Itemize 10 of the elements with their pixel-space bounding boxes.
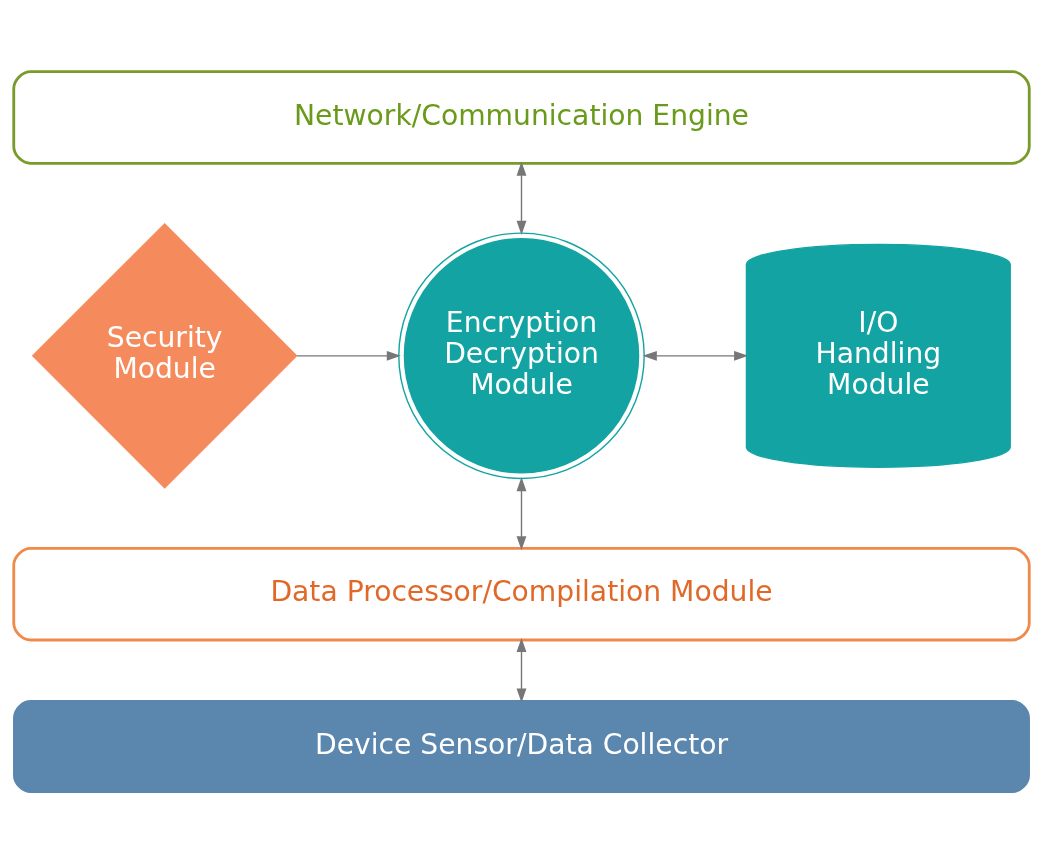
arrow bbox=[642, 350, 749, 361]
arrow bbox=[296, 350, 401, 361]
node-diamond: Security Module bbox=[31, 222, 298, 489]
arrow bbox=[516, 161, 527, 235]
node-circle: Encryption Decryption Module bbox=[398, 231, 645, 479]
node-box: Data Processor/Compilation Module bbox=[12, 546, 1031, 641]
node-box: Device Sensor/Data Collector bbox=[13, 699, 1030, 793]
arrow bbox=[516, 476, 527, 550]
node-box: Network/Communication Engine bbox=[12, 69, 1031, 165]
arrow bbox=[516, 637, 527, 703]
